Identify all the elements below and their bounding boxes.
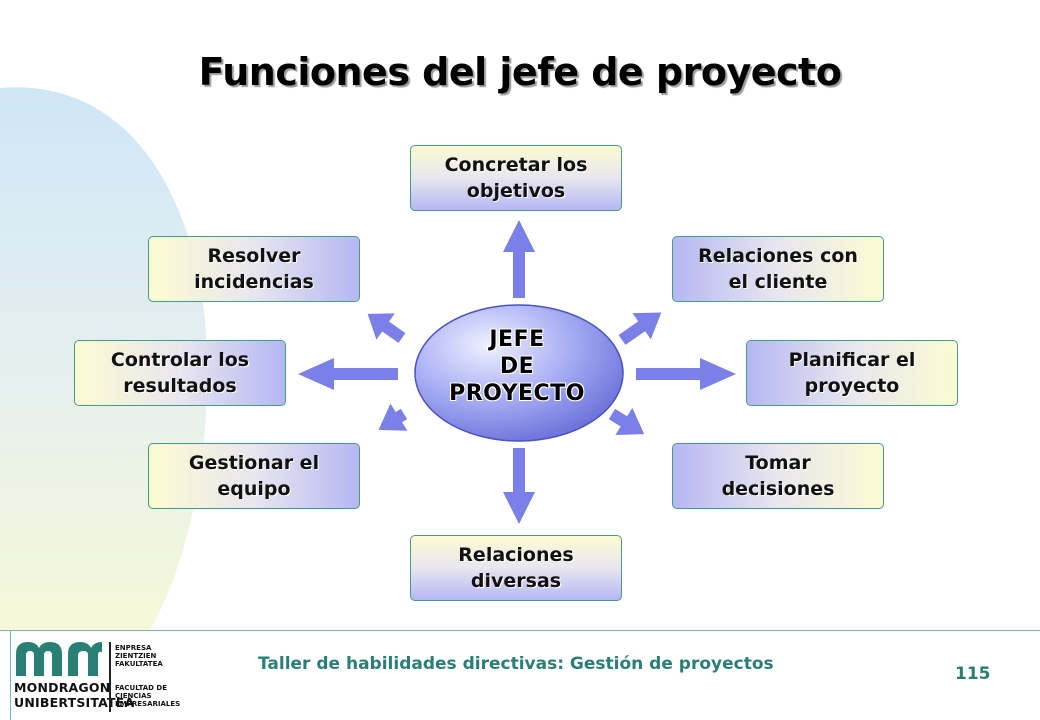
node-line: Concretar los (444, 154, 588, 176)
logo-name: MONDRAGON UNIBERTSITATEA (14, 680, 134, 710)
logo-side-line: EMPRESARIALES (115, 700, 181, 708)
university-logo: MONDRAGON UNIBERTSITATEA ENPRESA ZIENTZI… (14, 636, 204, 716)
logo-name-line: MONDRAGON (14, 680, 111, 695)
node-line: objetivos (466, 180, 566, 202)
node-line: Relaciones con (698, 245, 858, 267)
arrow-up-left (367, 313, 406, 343)
logo-side-line: FACULTAD DE (115, 684, 168, 692)
node-line: incidencias (194, 271, 314, 293)
logo-side-line: CIENCIAS (115, 692, 152, 700)
logo-side-bottom: FACULTAD DE CIENCIAS EMPRESARIALES (115, 684, 180, 708)
node-line: Gestionar el (188, 452, 320, 474)
center-ellipse (414, 304, 624, 442)
page-title: Funciones del jefe de proyecto (198, 50, 842, 94)
arrow-up-right (618, 312, 662, 345)
footer-left-divider (10, 630, 11, 720)
arrow-down-left (378, 403, 408, 431)
footer-course-title: Taller de habilidades directivas: Gestió… (258, 654, 774, 674)
node-controlar-resultados: Controlar los resultados (74, 340, 286, 406)
logo-side-line: ZIENTZIEN (115, 652, 157, 660)
arrow-right (636, 358, 736, 390)
logo-side-line: ENPRESA (115, 644, 152, 652)
logo-side-line: FAKULTATEA (115, 660, 163, 668)
arrow-left (298, 358, 398, 390)
arrow-down-right (608, 407, 645, 435)
node-line: resultados (123, 375, 237, 397)
node-line: Planificar el (788, 349, 916, 371)
node-line: decisiones (721, 478, 835, 500)
center-label: JEFE DE PROYECTO (410, 326, 624, 407)
node-planificar-proyecto: Planificar el proyecto (746, 340, 958, 406)
logo-side-top: ENPRESA ZIENTZIEN FAKULTATEA (115, 644, 163, 668)
arrow-up (503, 220, 535, 298)
logo-name-line: UNIBERTSITATEA (14, 695, 135, 710)
footer-divider (0, 630, 1040, 631)
node-gestionar-equipo: Gestionar el equipo (148, 443, 360, 509)
node-line: Relaciones (458, 544, 574, 566)
node-tomar-decisiones: Tomar decisiones (672, 443, 884, 509)
node-resolver-incidencias: Resolver incidencias (148, 236, 360, 302)
node-line: el cliente (728, 271, 828, 293)
center-label-line: JEFE (489, 327, 545, 352)
node-line: Controlar los (110, 349, 250, 371)
node-relaciones-cliente: Relaciones con el cliente (672, 236, 884, 302)
node-line: proyecto (804, 375, 900, 397)
node-relaciones-diversas: Relaciones diversas (410, 535, 622, 601)
node-concretar-objetivos: Concretar los objetivos (410, 145, 622, 211)
node-line: Resolver (207, 245, 301, 267)
arrow-down (503, 448, 535, 524)
page-number: 115 (955, 664, 991, 684)
logo-divider (109, 642, 111, 712)
center-label-line: PROYECTO (449, 381, 585, 406)
center-label-line: DE (499, 354, 535, 379)
node-line: equipo (217, 478, 291, 500)
node-line: Tomar (745, 452, 811, 474)
logo-mark-icon (16, 642, 102, 676)
node-line: diversas (470, 570, 562, 592)
